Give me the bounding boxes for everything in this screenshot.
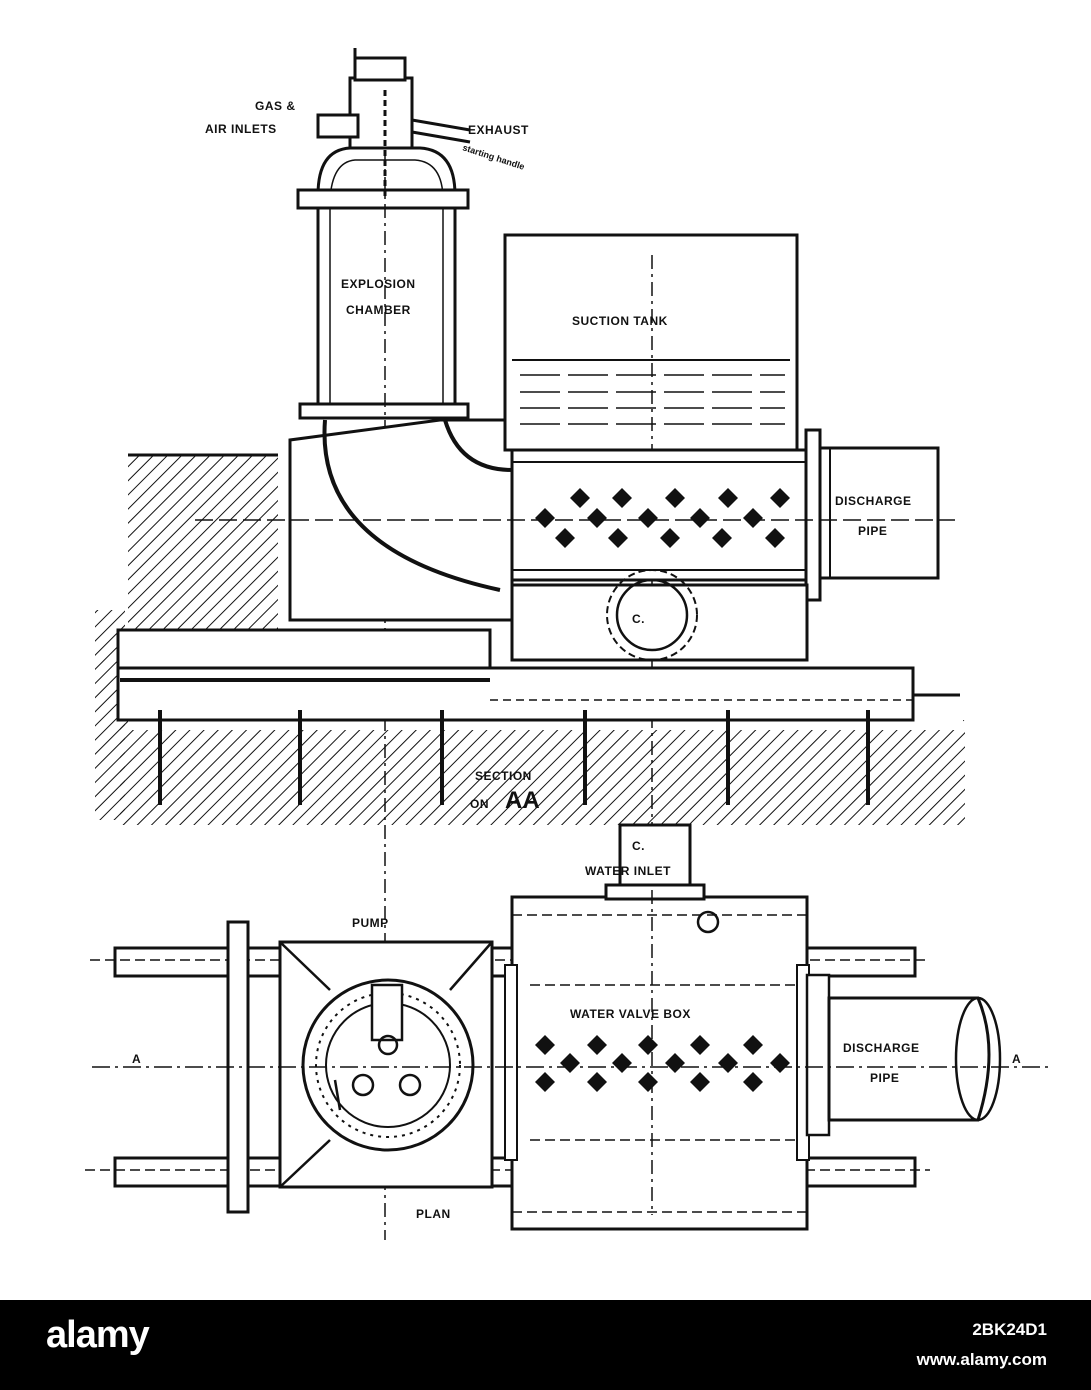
label-gas-air-1: GAS &: [255, 99, 296, 113]
label-section: SECTION: [475, 769, 532, 783]
base-rail-lower: [116, 666, 915, 722]
valve-dots-plan: [535, 1035, 790, 1092]
brand-logo: alamy: [46, 1314, 150, 1356]
label-water-inlet: WATER INLET: [585, 864, 671, 878]
label-discharge-upper-1: DISCHARGE: [835, 494, 912, 508]
ground-hatching-base: [120, 720, 965, 825]
discharge-pipe-section: [818, 446, 940, 580]
elbow-pipe: [322, 419, 501, 592]
ground-hatching-left: [128, 455, 278, 630]
labels: GAS & AIR INLETS EXHAUST starting handle…: [132, 99, 1021, 1221]
label-a-right: A: [1012, 1052, 1021, 1066]
label-starting-handle: starting handle: [461, 142, 525, 171]
plan-view: [85, 823, 1050, 1231]
lower-chamber: [510, 583, 809, 662]
label-c-upper: C.: [632, 612, 645, 626]
base-rail-upper: [116, 628, 492, 672]
label-suction-tank: SUCTION TANK: [572, 314, 668, 328]
label-discharge-lower-1: DISCHARGE: [843, 1041, 920, 1055]
label-c-lower: C.: [632, 839, 645, 853]
pump-flange: [301, 978, 475, 1152]
label-explosion-2: CHAMBER: [346, 303, 411, 317]
valve-dots-section: [535, 488, 790, 548]
suction-tank: [503, 233, 799, 452]
label-water-valve-box: WATER VALVE BOX: [570, 1007, 691, 1021]
label-plan: PLAN: [416, 1207, 451, 1221]
water-inlet-pipe: [618, 823, 692, 892]
image-id: 2BK24D1: [972, 1320, 1047, 1339]
label-exhaust: EXHAUST: [468, 123, 529, 137]
watermark-footer: alamy 2BK24D1 www.alamy.com: [0, 1300, 1091, 1390]
label-explosion-1: EXPLOSION: [341, 277, 416, 291]
valve-box-section: [510, 448, 809, 582]
label-gas-air-2: AIR INLETS: [205, 122, 277, 136]
label-section-on: ON: [470, 797, 489, 811]
technical-drawing: GAS & AIR INLETS EXHAUST starting handle…: [85, 48, 1050, 1240]
discharge-pipe-plan: [827, 996, 991, 1122]
label-section-aa: AA: [505, 787, 540, 814]
section-view: [95, 48, 965, 1240]
label-pump: PUMP: [352, 916, 389, 930]
site-url: www.alamy.com: [916, 1350, 1047, 1369]
valve-head: [348, 76, 414, 150]
label-discharge-lower-2: PIPE: [870, 1071, 899, 1085]
label-a-left: A: [132, 1052, 141, 1066]
label-discharge-upper-2: PIPE: [858, 524, 887, 538]
water-valve-box: [510, 895, 809, 1231]
